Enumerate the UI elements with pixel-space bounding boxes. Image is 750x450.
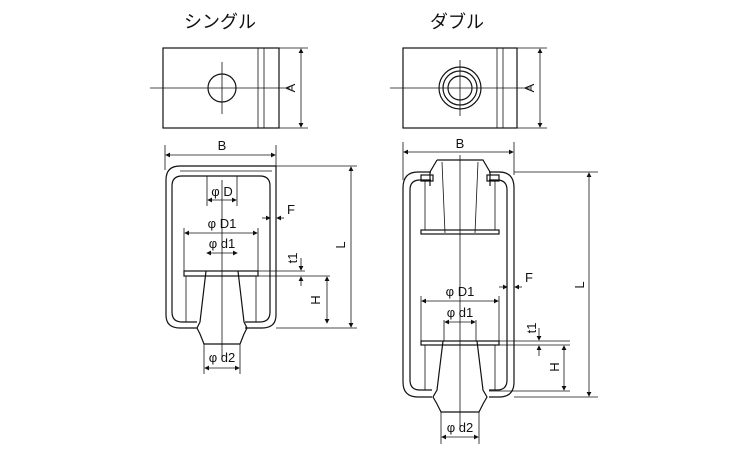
label-t1-double: t1 [524, 323, 539, 334]
label-b-single: B [218, 138, 227, 153]
double-front-view: B φ D1 φ d1 F [402, 136, 598, 444]
label-b-double: B [456, 136, 465, 151]
double-top-view: A [390, 47, 547, 129]
label-phi-d1-upper-single: φ D1 [208, 216, 237, 231]
label-f-double: F [525, 270, 533, 285]
title-double: ダブル [430, 11, 484, 33]
label-l-single: L [333, 241, 348, 248]
label-phi-d1-lower-single: φ d1 [209, 236, 236, 251]
label-f-single: F [287, 202, 295, 217]
label-phi-d1-upper-double: φ D1 [446, 284, 475, 299]
label-h-single: H [308, 295, 323, 304]
label-phi-d2-double: φ d2 [447, 420, 474, 435]
single-top-view: A [150, 47, 308, 129]
label-l-double: L [572, 281, 587, 288]
label-phi-d-single: φ D [211, 184, 232, 199]
label-phi-d1-lower-double: φ d1 [447, 305, 474, 320]
label-h-double: H [547, 362, 562, 371]
label-a-double: A [522, 83, 537, 92]
single-front-view: B φ D φ D1 φ d1 F t1 H [164, 138, 357, 374]
label-t1-single: t1 [285, 253, 300, 264]
label-phi-d2-single: φ d2 [209, 350, 236, 365]
label-a-single: A [283, 83, 298, 92]
title-single: シングル [184, 12, 256, 33]
